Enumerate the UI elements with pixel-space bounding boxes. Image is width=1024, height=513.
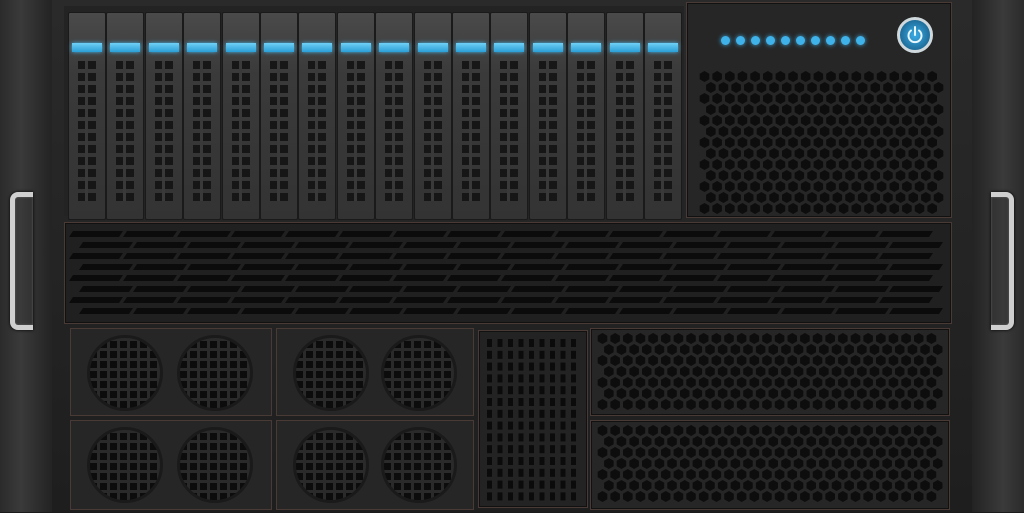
- drive-bay[interactable]: [413, 12, 452, 220]
- fan-grille-icon: [87, 335, 163, 411]
- drive-tray-vent: [116, 61, 135, 201]
- left-rack-handle[interactable]: [10, 192, 33, 330]
- drive-tray-vent: [231, 61, 250, 201]
- status-led: [766, 36, 775, 45]
- drive-activity-led: [494, 43, 525, 52]
- drive-tray-vent: [346, 61, 365, 201]
- drive-activity-led: [110, 43, 141, 52]
- drive-activity-led: [72, 43, 102, 52]
- right-rack-ear: [972, 0, 1024, 512]
- drive-bay[interactable]: [567, 12, 606, 220]
- drive-bay[interactable]: [528, 12, 567, 220]
- drive-tray-vent: [78, 61, 96, 201]
- drive-activity-led: [148, 43, 179, 52]
- fan-grille-icon: [293, 427, 369, 503]
- status-led-row: [721, 36, 865, 45]
- drive-bay[interactable]: [336, 12, 375, 220]
- drive-bay[interactable]: [221, 12, 260, 220]
- fan-grille-icon: [381, 335, 457, 411]
- hex-vent-panel-lower: [590, 420, 950, 510]
- status-led: [856, 36, 865, 45]
- drive-tray-vent: [654, 61, 672, 201]
- drive-bay[interactable]: [298, 12, 337, 220]
- drive-tray-vent: [193, 61, 212, 201]
- drive-bay-area: [64, 6, 684, 220]
- front-vent-strip: [64, 222, 952, 324]
- drive-tray-vent: [154, 61, 173, 201]
- status-led: [841, 36, 850, 45]
- drive-tray-vent: [270, 61, 288, 201]
- drive-tray-vent: [615, 61, 634, 201]
- vertical-vent-grill: [478, 330, 588, 508]
- drive-tray-vent: [308, 61, 327, 201]
- fan-module-3: [70, 420, 272, 510]
- drive-activity-led: [187, 43, 218, 52]
- drive-activity-led: [302, 43, 333, 52]
- drive-bay[interactable]: [452, 12, 490, 220]
- drive-tray-vent: [385, 61, 404, 201]
- control-panel-vent: [693, 67, 945, 215]
- drive-bay[interactable]: [490, 12, 529, 220]
- status-led: [826, 36, 835, 45]
- drive-activity-led: [340, 43, 371, 52]
- status-led: [736, 36, 745, 45]
- fan-module-4: [276, 420, 474, 510]
- drive-bay[interactable]: [68, 12, 106, 220]
- status-led: [796, 36, 805, 45]
- drive-bay[interactable]: [605, 12, 644, 220]
- drive-activity-led: [264, 43, 294, 52]
- hex-vent-panel-upper: [590, 328, 950, 416]
- control-panel: [686, 2, 952, 218]
- drive-tray-vent: [538, 61, 557, 201]
- drive-activity-led: [571, 43, 602, 52]
- status-led: [781, 36, 790, 45]
- drive-tray-vent: [577, 61, 596, 201]
- fan-grille-icon: [177, 427, 253, 503]
- drive-activity-led: [456, 43, 486, 52]
- power-icon: [907, 26, 923, 44]
- drive-activity-led: [648, 43, 678, 52]
- drive-bay[interactable]: [260, 12, 298, 220]
- status-led: [751, 36, 760, 45]
- drive-activity-led: [532, 43, 563, 52]
- right-rack-handle[interactable]: [991, 192, 1014, 330]
- drive-tray-vent: [423, 61, 442, 201]
- fan-grille-icon: [381, 427, 457, 503]
- status-led: [811, 36, 820, 45]
- drive-activity-led: [609, 43, 640, 52]
- drive-bay[interactable]: [644, 12, 682, 220]
- drive-activity-led: [225, 43, 256, 52]
- drive-activity-led: [417, 43, 448, 52]
- left-rack-ear: [0, 0, 52, 512]
- drive-bay[interactable]: [106, 12, 145, 220]
- drive-bay[interactable]: [144, 12, 183, 220]
- power-button[interactable]: [897, 17, 933, 53]
- fan-grille-icon: [87, 427, 163, 503]
- drive-bay[interactable]: [183, 12, 222, 220]
- status-led: [721, 36, 730, 45]
- fan-module-1: [70, 328, 272, 416]
- drive-activity-led: [379, 43, 410, 52]
- fan-grille-icon: [177, 335, 253, 411]
- fan-grille-icon: [293, 335, 369, 411]
- drive-tray-vent: [500, 61, 519, 201]
- fan-module-2: [276, 328, 474, 416]
- drive-tray-vent: [462, 61, 480, 201]
- drive-bay[interactable]: [375, 12, 414, 220]
